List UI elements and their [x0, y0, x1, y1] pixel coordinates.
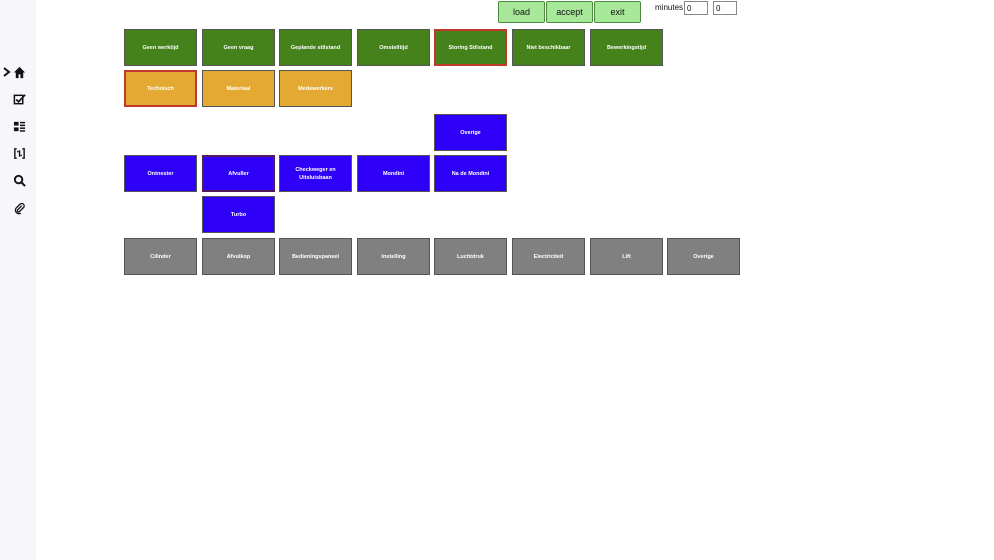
minutes-input-1[interactable]	[684, 1, 708, 15]
cause-tile[interactable]: Bedieningspaneel	[279, 238, 352, 275]
category-tile[interactable]: Medewerkers	[279, 70, 352, 107]
chevron-right-icon[interactable]	[2, 67, 12, 77]
status-tile[interactable]: Geplande stilstand	[279, 29, 352, 66]
minutes-label: minutes	[655, 3, 684, 12]
status-tile[interactable]: Bewerkingstijd	[590, 29, 663, 66]
cause-tile[interactable]: Lift	[590, 238, 663, 275]
machine-tile-overige[interactable]: Overige	[434, 114, 507, 151]
status-tile[interactable]: Niet beschikbaar	[512, 29, 585, 66]
list-icon[interactable]	[13, 120, 26, 133]
category-tile[interactable]: Materiaal	[202, 70, 275, 107]
status-tile-selected[interactable]: Storing Stilstand	[434, 29, 507, 66]
machine-tile[interactable]: Ontnester	[124, 155, 197, 192]
exit-button[interactable]: exit	[594, 1, 641, 23]
minutes-input-2[interactable]	[713, 1, 737, 15]
cause-tile[interactable]: Luchtdruk	[434, 238, 507, 275]
machine-tile[interactable]: Checkweger en Uitsluisbaan	[279, 155, 352, 192]
cause-tile[interactable]: Overige	[667, 238, 740, 275]
machine-tile-selected[interactable]: Afvuller	[202, 155, 275, 192]
search-icon[interactable]	[13, 174, 26, 187]
bracket-code-icon[interactable]	[13, 147, 26, 160]
paperclip-icon[interactable]	[13, 202, 26, 215]
machine-tile[interactable]: Na de Mondini	[434, 155, 507, 192]
cause-tile[interactable]: Instelling	[357, 238, 430, 275]
home-icon[interactable]	[13, 66, 26, 79]
cause-tile[interactable]: Electriciteit	[512, 238, 585, 275]
sidebar	[0, 0, 36, 560]
load-button[interactable]: load	[498, 1, 545, 23]
cause-tile[interactable]: Cilinder	[124, 238, 197, 275]
status-tile[interactable]: Geen werktijd	[124, 29, 197, 66]
machine-tile[interactable]: Mondini	[357, 155, 430, 192]
cause-tile[interactable]: Afvulkop	[202, 238, 275, 275]
accept-button[interactable]: accept	[546, 1, 593, 23]
status-tile[interactable]: Geen vraag	[202, 29, 275, 66]
machine-tile-turbo[interactable]: Turbo	[202, 196, 275, 233]
category-tile-selected[interactable]: Technisch	[124, 70, 197, 107]
status-tile[interactable]: Omstelltijd	[357, 29, 430, 66]
checkbox-edit-icon[interactable]	[13, 93, 26, 106]
